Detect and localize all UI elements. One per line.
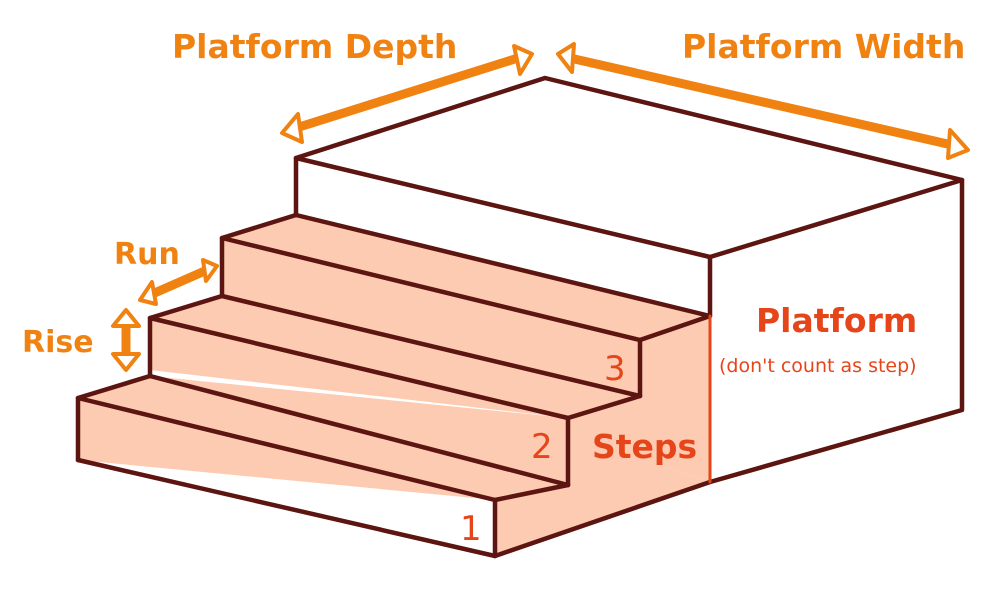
platform-top (296, 78, 962, 257)
rise-label: Rise (22, 325, 94, 360)
step-number-3: 3 (604, 349, 626, 389)
step-1-side (492, 482, 571, 559)
step-2-side (565, 393, 643, 488)
step-3 (222, 215, 710, 482)
steps-label: Steps (592, 427, 697, 466)
platform-outline (293, 75, 965, 485)
rise-arrow (111, 308, 141, 372)
step-number-2: 2 (531, 427, 553, 467)
run-arrow (138, 258, 219, 306)
step-1 (78, 376, 568, 556)
step-2-nose (147, 315, 571, 421)
platform-depth-label: Platform Depth (172, 27, 457, 66)
platform-depth-arrow (280, 44, 534, 144)
platform-right-face (710, 180, 962, 482)
platform-label: Platform (756, 301, 917, 340)
step-3-edges (219, 212, 713, 399)
platform-width-label: Platform Width (682, 27, 965, 66)
base-edge (75, 457, 713, 559)
steps-side-fill (495, 396, 710, 556)
step-3-riser-bottom (219, 293, 643, 399)
platform-width-arrow (556, 42, 970, 160)
platform-note: (don't count as step) (719, 355, 917, 377)
step-2 (150, 296, 640, 485)
step-2-riser-bottom (147, 373, 571, 488)
step-1-nose (75, 395, 498, 503)
step-3-nose (219, 235, 643, 343)
step-number-1: 1 (460, 509, 482, 549)
run-label: Run (114, 237, 180, 272)
